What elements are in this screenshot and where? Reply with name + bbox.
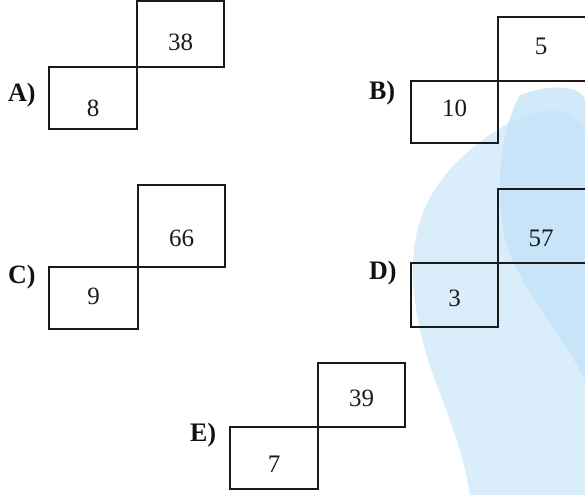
option-b-bottom-value: 10 — [442, 95, 467, 122]
option-e-bottom-value: 7 — [267, 451, 281, 478]
option-a-bottom-value: 8 — [86, 95, 100, 122]
option-c-bottom-value: 9 — [87, 283, 100, 310]
option-b-bottom-box: 10 — [410, 80, 499, 144]
option-c-label: C) — [8, 260, 36, 289]
option-b-top-box: 5 — [497, 16, 585, 82]
option-d-top-box: 57 — [497, 188, 585, 264]
option-b-label: B) — [369, 76, 395, 105]
option-d-label: D) — [369, 256, 397, 285]
option-c-top-box: 66 — [137, 184, 226, 268]
option-e-label: E) — [190, 418, 216, 447]
option-a-top-box: 38 — [136, 0, 225, 68]
option-c-top-value: 66 — [169, 225, 194, 252]
option-d-bottom-box: 3 — [410, 262, 499, 328]
option-e-top-box: 39 — [317, 362, 406, 428]
option-e-bottom-box: 7 — [229, 426, 319, 490]
option-a-top-value: 38 — [168, 29, 193, 56]
option-d-bottom-value: 3 — [448, 285, 461, 312]
option-a-bottom-box: 8 — [48, 66, 138, 130]
option-e-top-value: 39 — [349, 385, 374, 412]
option-d-top-value: 57 — [528, 225, 554, 252]
option-b-top-value: 5 — [534, 33, 548, 60]
option-a-label: A) — [8, 78, 36, 107]
option-c-bottom-box: 9 — [48, 266, 139, 330]
